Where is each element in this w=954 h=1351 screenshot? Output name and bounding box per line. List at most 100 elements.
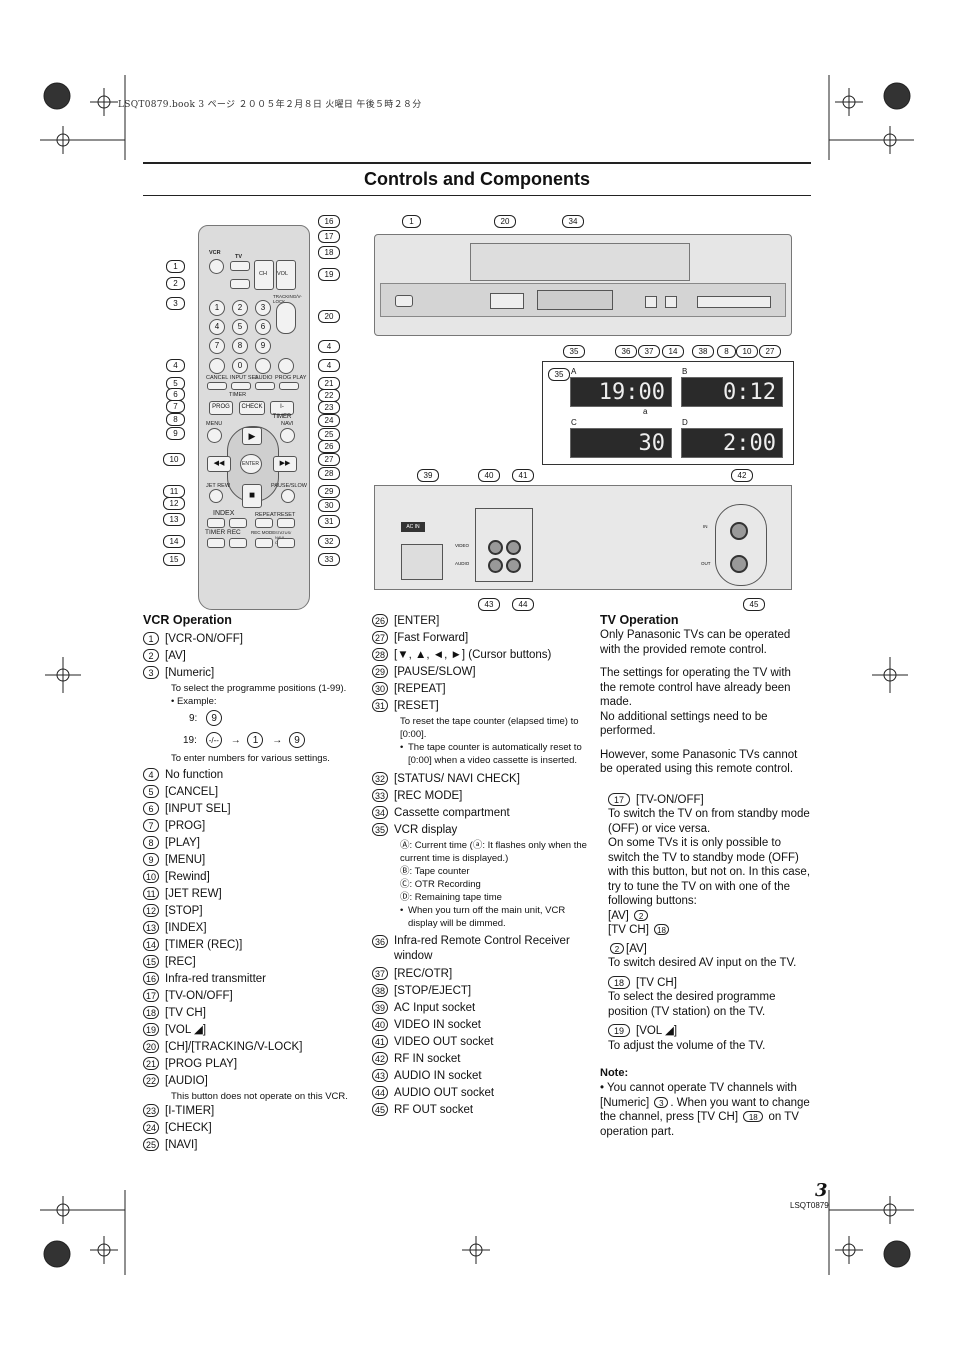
list-item: 7[PROG] <box>143 818 358 835</box>
remote-nofunc-button-left <box>209 358 225 374</box>
list-item: 5[CANCEL] <box>143 784 358 801</box>
tv-item-18: 18[TV CH] To select the desired programm… <box>608 975 776 1018</box>
vcr-front-illustration <box>374 234 792 336</box>
marker-B: B <box>682 367 688 376</box>
list-item: 32[STATUS/ NAVI CHECK] <box>372 771 587 788</box>
remote-play-button: ▶ <box>242 427 262 445</box>
callout-remote-14: 14 <box>163 535 185 548</box>
remote-reset-button <box>277 518 295 528</box>
display-tape-counter: 0:12 <box>681 377 783 407</box>
remote-cancel-button <box>207 382 227 390</box>
list-item: 27[Fast Forward] <box>372 630 587 647</box>
page-title: Controls and Components <box>364 169 590 189</box>
remote-repeat-button <box>255 518 273 528</box>
vcr-ch-buttons <box>490 293 524 309</box>
remote-label-timer: TIMER <box>229 392 247 398</box>
example-key-1: 1 <box>247 732 264 749</box>
remote-timer-button <box>207 538 225 548</box>
video-out-socket <box>506 540 521 555</box>
remote-audio-button <box>255 382 275 390</box>
list-item: 38[STOP/EJECT] <box>372 983 587 1000</box>
remote-digit-9: 9 <box>255 338 271 354</box>
callout-remote-19: 19 <box>318 268 340 281</box>
callout-remote-32: 32 <box>318 535 340 548</box>
callout-remote-33: 33 <box>318 553 340 566</box>
remote-index-prev-button <box>207 518 225 528</box>
callout-remote-17: 17 <box>318 230 340 243</box>
list-item: 1[VCR-ON/OFF] <box>143 631 358 648</box>
example-key-9: 9 <box>206 710 223 727</box>
remote-navi-button <box>280 428 295 443</box>
rear-ac-in-label: AC IN <box>401 522 425 532</box>
vcr-operation-section: VCR Operation 1[VCR-ON/OFF] 2[AV] 3[Nume… <box>143 613 358 1154</box>
callout-remote-23: 23 <box>318 401 340 414</box>
remote-ff-button: ▶▶ <box>273 456 297 472</box>
callout-remote-27: 27 <box>318 453 340 466</box>
list-item: 2[AV] <box>143 648 358 665</box>
remote-label-repeat: REPEAT <box>255 512 277 518</box>
display-note-a: Ⓐ: Current time (ⓐ: It flashes only when… <box>400 840 587 864</box>
remote-input-sel-button <box>231 382 251 390</box>
callout-rear-45: 45 <box>743 598 765 611</box>
reset-bullet: •The tape counter is automatically reset… <box>400 742 582 766</box>
vcr-display-panel <box>542 361 794 465</box>
remote-tv-power-button <box>230 261 250 271</box>
list-item: 21[PROG PLAY] <box>143 1056 358 1073</box>
remote-label-tv: TV <box>235 254 243 260</box>
list-item: 15[REC] <box>143 954 358 971</box>
note-text: • You cannot operate TV channels with [N… <box>600 1082 810 1138</box>
tv-para-2: The settings for operating the TV with t… <box>600 667 791 737</box>
remote-label-rec-mode: REC MODE <box>251 530 276 535</box>
remote-label-index: INDEX <box>213 510 235 517</box>
tv-operation-section: TV Operation Only Panasonic TVs can be o… <box>600 613 810 1139</box>
callout-remote-30: 30 <box>318 499 340 512</box>
remote-vol-button <box>276 260 296 290</box>
display-note-b: Ⓑ: Tape counter <box>400 866 470 877</box>
callout-front-14: 14 <box>662 345 684 358</box>
document-code: LSQT0879 <box>790 1201 829 1210</box>
remote-digit-7: 7 <box>209 338 225 354</box>
callout-remote-12: 12 <box>163 497 185 510</box>
callout-front-20: 20 <box>494 215 516 228</box>
callout-remote-10: 10 <box>163 453 185 466</box>
remote-status-button <box>277 538 295 548</box>
middle-list-section: 26[ENTER] 27[Fast Forward] 28[▼, ▲, ◄, ►… <box>372 613 587 1119</box>
numeric-note-2: To enter numbers for various settings. <box>171 753 330 764</box>
title-rule-bottom <box>143 195 811 196</box>
remote-label-pause-slow: PAUSE/SLOW <box>271 483 307 489</box>
list-item: 10[Rewind] <box>143 869 358 886</box>
vcr-power-button <box>395 295 413 307</box>
numeric-note: To select the programme positions (1-99)… <box>171 683 347 694</box>
tv-para-3: However, some Panasonic TVs cannot be op… <box>600 748 798 776</box>
list-item: 17[TV-ON/OFF] <box>143 988 358 1005</box>
vcr-operation-title: VCR Operation <box>143 613 232 627</box>
callout-remote-8: 8 <box>166 413 185 426</box>
list-item: 8[PLAY] <box>143 835 358 852</box>
remote-digit-4: 4 <box>209 319 225 335</box>
rf-socket-group <box>715 504 767 586</box>
callout-remote-13: 13 <box>163 513 185 526</box>
display-current-time: 19:00 <box>570 377 672 407</box>
audio-note: This button does not operate on this VCR… <box>171 1091 348 1102</box>
callout-remote-18: 18 <box>318 246 340 259</box>
callout-front-1: 1 <box>402 215 421 228</box>
callout-rear-39: 39 <box>417 469 439 482</box>
ac-input-socket <box>401 544 443 580</box>
remote-digit-5: 5 <box>232 319 248 335</box>
callout-remote-2: 2 <box>166 277 185 290</box>
remote-menu-button <box>207 428 222 443</box>
remote-ch-tracking-button <box>276 302 296 334</box>
marker-A: A <box>571 367 577 376</box>
callout-rear-43: 43 <box>478 598 500 611</box>
list-item: 24[CHECK] <box>143 1120 358 1137</box>
remote-label-enter: ENTER <box>242 461 259 467</box>
callout-remote-20: 20 <box>318 310 340 323</box>
list-item: 20[CH]/[TRACKING/V-LOCK] <box>143 1039 358 1056</box>
remote-rec-button <box>229 538 247 548</box>
tv-operation-title: TV Operation <box>600 613 679 627</box>
